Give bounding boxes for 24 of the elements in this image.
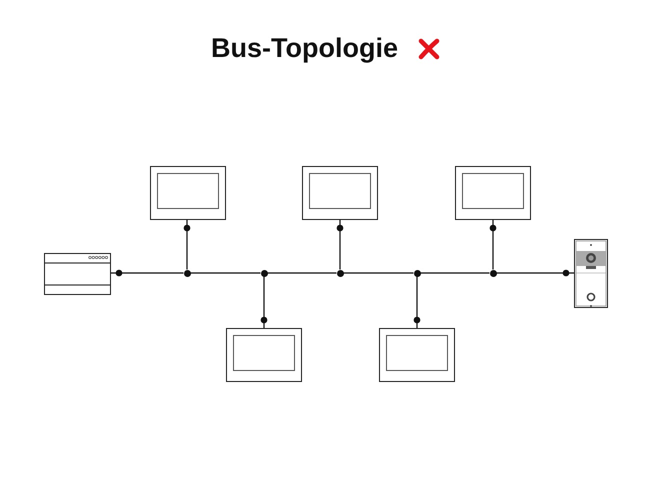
junction-dot — [336, 270, 344, 276]
door-station-drawing — [574, 239, 608, 308]
bus-line — [420, 272, 490, 274]
monitor-drawing — [455, 166, 531, 220]
monitor-drawing — [226, 328, 302, 382]
bus-line — [414, 276, 420, 328]
bus-line — [496, 270, 574, 276]
bus-line — [260, 276, 268, 328]
monitor-drawing — [302, 166, 378, 220]
bus-line — [344, 272, 414, 274]
power-supply-drawing — [44, 253, 111, 295]
diagram-title: Bus-Topologie — [211, 32, 398, 65]
junction-dot — [490, 270, 496, 276]
monitor-drawing — [379, 328, 455, 382]
bus-line — [190, 272, 260, 274]
junction-dot — [260, 270, 268, 276]
bus-line — [490, 220, 496, 270]
bus-line — [336, 220, 344, 270]
bus-line — [268, 272, 336, 274]
monitor-drawing — [150, 166, 226, 220]
junction-dot — [184, 270, 190, 276]
junction-dot — [414, 270, 420, 276]
bus-line — [184, 220, 190, 270]
bus-line — [111, 270, 184, 276]
